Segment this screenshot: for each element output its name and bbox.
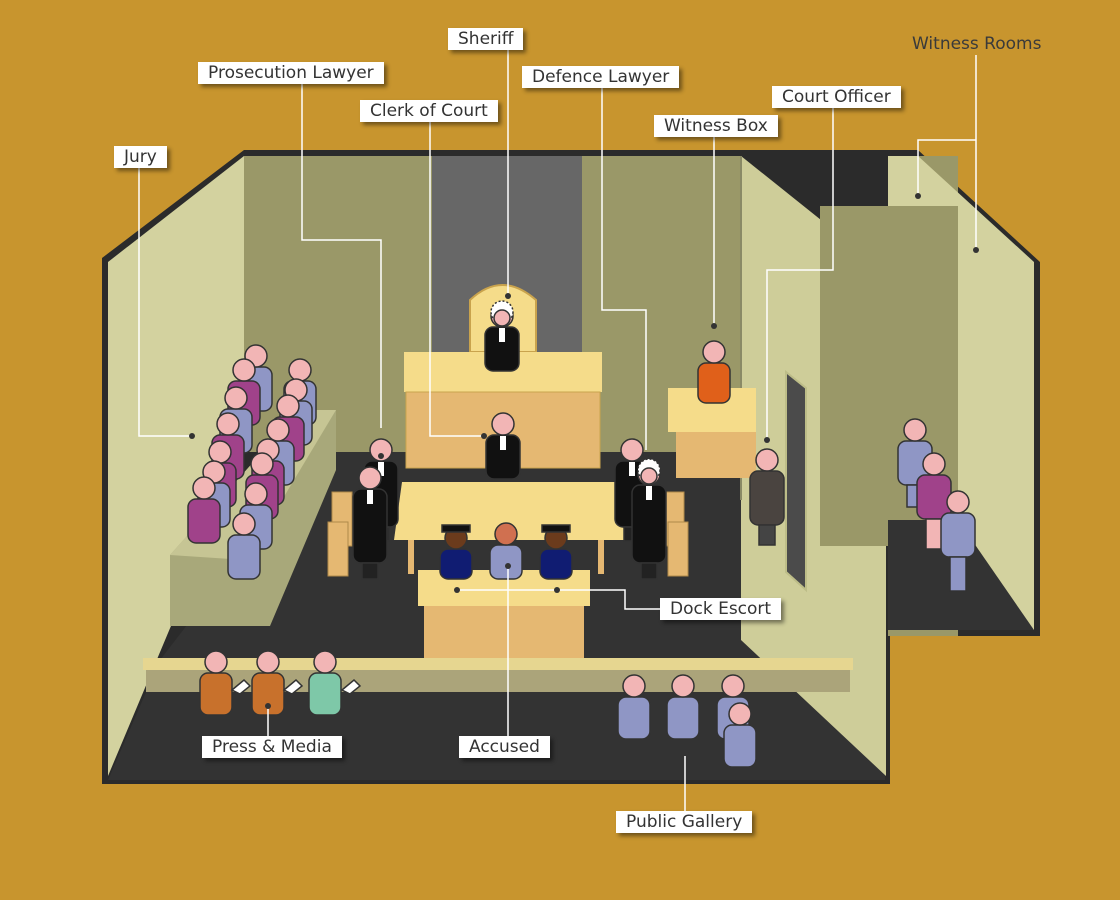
witness-room-person-2 (916, 452, 952, 550)
table-leg-left (408, 540, 414, 574)
press-person-1 (199, 650, 233, 716)
leader-dot-7 (189, 433, 195, 439)
clerk-figure (485, 412, 521, 480)
label-sheriff: Sheriff (448, 28, 524, 50)
witness-rooms-right-wall (888, 156, 1034, 630)
left-wall (108, 156, 244, 776)
defence-lawyer-figure-2 (631, 458, 667, 580)
press-notepad-3 (340, 678, 362, 695)
label-accused: Accused (459, 736, 550, 758)
leader-lines (138, 50, 979, 811)
label-clerk-of-court: Clerk of Court (360, 100, 498, 122)
dock-escort-left (439, 524, 473, 580)
witness-box-front (676, 432, 756, 478)
leader-dot-9 (973, 247, 979, 253)
table-leg-right (598, 540, 604, 574)
leader-defence (601, 88, 647, 450)
prosecution-lawyer-figure-2 (352, 466, 388, 580)
press-person-2 (251, 650, 285, 716)
leader-dot-10 (454, 587, 460, 593)
leader-jury (138, 168, 192, 437)
press-person-3 (308, 650, 342, 716)
accused-figure (489, 522, 523, 580)
leader-dock-escort (457, 589, 660, 610)
leader-witness-rooms (917, 55, 977, 250)
public-person-4 (723, 702, 757, 768)
leader-dot-5 (764, 437, 770, 443)
chair-right-2 (667, 521, 689, 577)
court-officer-figure (749, 448, 785, 546)
leader-dot-8 (915, 193, 921, 199)
press-notepad-1 (230, 678, 252, 695)
public-person-1 (617, 674, 651, 740)
dock-escort-right (539, 524, 573, 580)
leader-clerk (429, 122, 484, 437)
label-press-media: Press & Media (202, 736, 342, 758)
label-witness-box: Witness Box (654, 115, 778, 137)
gallery-rail (143, 658, 853, 670)
label-defence-lawyer: Defence Lawyer (522, 66, 680, 88)
leader-dot-1 (505, 293, 511, 299)
witness-figure (697, 340, 731, 404)
press-notepad-2 (282, 678, 304, 695)
label-dock-escort: Dock Escort (660, 598, 782, 620)
leader-dot-4 (481, 433, 487, 439)
leader-dot-3 (643, 453, 649, 459)
label-prosecution-lawyer: Prosecution Lawyer (198, 62, 384, 84)
dock-front (424, 606, 584, 658)
juror-15 (227, 512, 261, 580)
door (785, 369, 807, 593)
leader-dot-6 (711, 323, 717, 329)
label-court-officer: Court Officer (772, 86, 901, 108)
leader-prosecution (301, 84, 382, 428)
people (187, 300, 976, 768)
leader-dot-13 (505, 563, 511, 569)
leader-court-officer (766, 108, 834, 440)
label-public-gallery: Public Gallery (616, 811, 753, 833)
sheriff-figure (484, 300, 520, 372)
label-witness-rooms: Witness Rooms (912, 34, 1042, 54)
juror-13 (187, 476, 221, 544)
leader-dot-11 (554, 587, 560, 593)
public-person-2 (666, 674, 700, 740)
label-jury: Jury (114, 146, 167, 168)
leader-dot-12 (265, 703, 271, 709)
witness-room-person-3 (940, 490, 976, 592)
chair-left-2 (327, 521, 349, 577)
leader-dot-2 (378, 453, 384, 459)
